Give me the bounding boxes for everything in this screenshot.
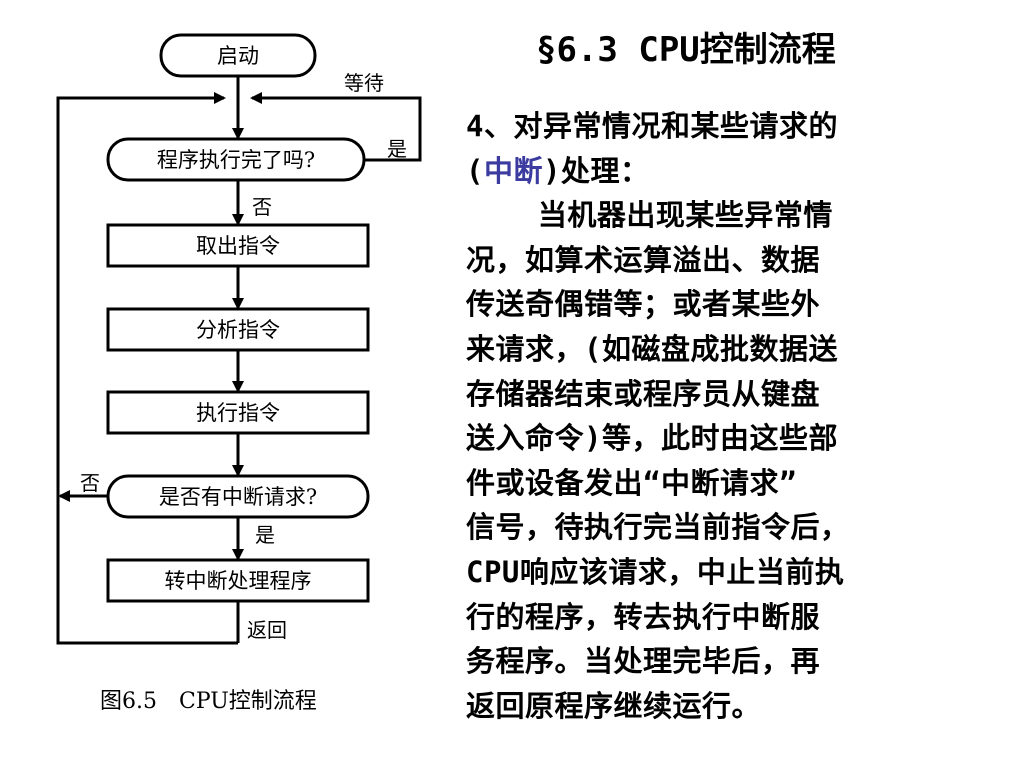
start-label: 启动 bbox=[217, 44, 259, 68]
interrupt-handler-box: 转中断处理程序 bbox=[106, 558, 370, 603]
paragraph-line: 当机器出现某些异常情 bbox=[466, 193, 976, 238]
paragraph-text: 传送奇偶错等；或者某些外 bbox=[466, 287, 821, 322]
paragraph-line: 信号，待执行完当前指令后， bbox=[466, 505, 976, 550]
paragraph-line: 况，如算术运算溢出、数据 bbox=[466, 238, 976, 283]
no-label-interrupt: 否 bbox=[80, 471, 100, 495]
body-paragraph: 4、对异常情况和某些请求的 (中断)处理： 当机器出现某些异常情况，如算术运算溢出… bbox=[466, 104, 976, 728]
decision-interrupt-label: 是否有中断请求? bbox=[159, 485, 317, 509]
execute-label: 执行指令 bbox=[196, 401, 280, 425]
paragraph-text: 况，如算术运算溢出、数据 bbox=[466, 242, 821, 277]
paragraph-line: 件或设备发出“中断请求” bbox=[466, 461, 976, 506]
paragraph-line: (中断)处理： bbox=[466, 149, 976, 194]
yes-label-interrupt: 是 bbox=[255, 523, 275, 547]
yes-label-finished: 是 bbox=[387, 137, 407, 161]
interrupt-keyword: 中断 bbox=[483, 153, 543, 188]
analyze-instruction-box: 分析指令 bbox=[106, 307, 370, 352]
loop-back-line bbox=[56, 92, 238, 645]
paragraph-text: 务程序。当处理完毕后，再 bbox=[466, 644, 821, 679]
paragraph-text: 存储器结束或程序员从键盘 bbox=[466, 376, 821, 411]
execute-instruction-box: 执行指令 bbox=[106, 390, 370, 435]
fetch-instruction-box: 取出指令 bbox=[106, 223, 370, 268]
paragraph-line: 4、对异常情况和某些请求的 bbox=[466, 104, 976, 149]
paragraph-text: 当机器出现某些异常情 bbox=[466, 198, 833, 233]
fetch-label: 取出指令 bbox=[196, 234, 280, 258]
paragraph-line: 存储器结束或程序员从键盘 bbox=[466, 372, 976, 417]
paragraph-text: 4、对异常情况和某些请求的 bbox=[466, 109, 838, 143]
paragraph-text: 件或设备发出“中断请求” bbox=[466, 465, 797, 500]
paragraph-line: 返回原程序继续运行。 bbox=[466, 684, 976, 729]
decision-interrupt-request: 是否有中断请求? bbox=[106, 474, 370, 519]
paragraph-line: 务程序。当处理完毕后，再 bbox=[466, 639, 976, 684]
paragraph-text: ( bbox=[466, 153, 484, 188]
decision-finished-label: 程序执行完了吗? bbox=[157, 148, 315, 172]
start-node: 启动 bbox=[159, 33, 317, 78]
cpu-control-flowchart: 启动 等待 是 程序执行完了吗? 否 取出指令 分析指令 执行指令 是否有中断请… bbox=[56, 33, 422, 645]
paragraph-line: 传送奇偶错等；或者某些外 bbox=[466, 282, 976, 327]
figure-caption: 图6.5 CPU控制流程 bbox=[100, 689, 317, 714]
paragraph-line: 来请求，(如磁盘成批数据送 bbox=[466, 327, 976, 372]
return-label: 返回 bbox=[247, 618, 287, 642]
paragraph-line: CPU响应该请求，中止当前执 bbox=[466, 550, 976, 595]
paragraph-text: 信号，待执行完当前指令后， bbox=[466, 510, 850, 545]
paragraph-text: 来请求，(如磁盘成批数据送 bbox=[466, 331, 838, 366]
wait-label: 等待 bbox=[344, 71, 384, 95]
paragraph-text: 返回原程序继续运行。 bbox=[466, 688, 762, 723]
paragraph-text: 送入命令)等，此时由这些部 bbox=[466, 421, 838, 456]
interrupt-handler-label: 转中断处理程序 bbox=[165, 569, 312, 593]
wait-loop-line bbox=[250, 92, 422, 162]
analyze-label: 分析指令 bbox=[196, 318, 280, 342]
paragraph-text: )处理： bbox=[542, 153, 650, 188]
paragraph-line: 送入命令)等，此时由这些部 bbox=[466, 416, 976, 461]
paragraph-text: CPU响应该请求，中止当前执 bbox=[466, 554, 845, 589]
paragraph-line: 行的程序，转去执行中断服 bbox=[466, 595, 976, 640]
slide-title: §6.3 CPU控制流程 bbox=[536, 30, 836, 70]
decision-program-finished: 程序执行完了吗? bbox=[106, 137, 366, 182]
no-label-finished: 否 bbox=[252, 195, 272, 219]
paragraph-text: 行的程序，转去执行中断服 bbox=[466, 599, 821, 634]
